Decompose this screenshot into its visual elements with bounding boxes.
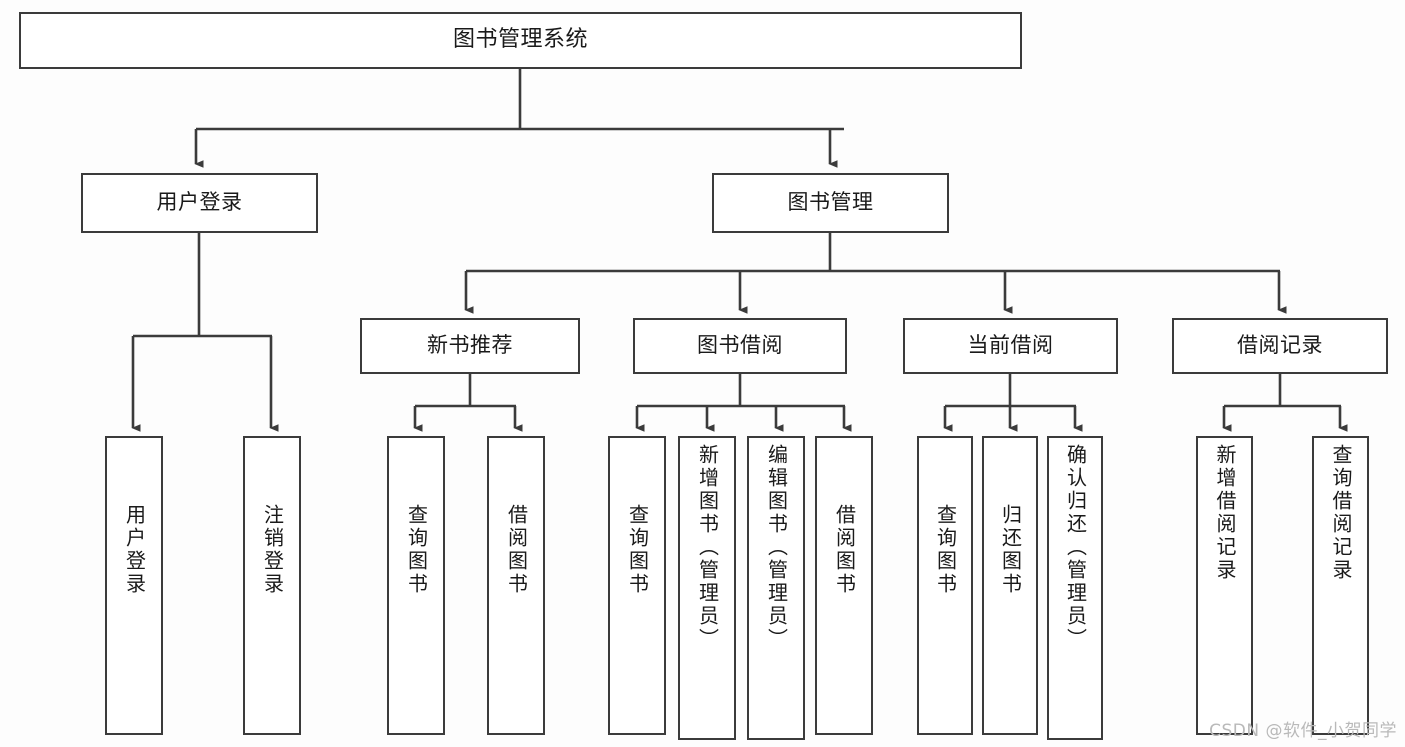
- node-leaf-query-book-rec[interactable]: 查询图书: [387, 436, 445, 735]
- node-label: 查询图书: [404, 504, 429, 596]
- node-leaf-user-login[interactable]: 用户登录: [105, 436, 163, 735]
- node-label: 图书管理: [787, 190, 874, 215]
- node-leaf-query-borrow-record[interactable]: 查询借阅记录: [1312, 436, 1369, 735]
- node-label: 用户登录: [156, 190, 243, 215]
- node-leaf-query-book-current[interactable]: 查询图书: [917, 436, 973, 735]
- node-label: 查询图书: [933, 504, 958, 596]
- node-new-book-recommend[interactable]: 新书推荐: [360, 318, 580, 374]
- node-user-login[interactable]: 用户登录: [81, 173, 318, 233]
- node-leaf-return-book[interactable]: 归还图书: [982, 436, 1038, 735]
- node-book-manage[interactable]: 图书管理: [712, 173, 949, 233]
- node-label: 用户登录: [122, 504, 147, 596]
- node-leaf-user-logout[interactable]: 注销登录: [243, 436, 301, 735]
- node-label: 确认归还（管理员）: [1063, 444, 1088, 651]
- node-leaf-confirm-return[interactable]: 确认归还（管理员）: [1047, 436, 1103, 740]
- node-label: 图书管理系统: [452, 27, 588, 53]
- node-book-borrow[interactable]: 图书借阅: [633, 318, 847, 374]
- node-leaf-query-book-borrow[interactable]: 查询图书: [608, 436, 666, 735]
- node-label: 新书推荐: [427, 333, 513, 358]
- node-root-library-system[interactable]: 图书管理系统: [19, 12, 1022, 69]
- node-label: 新增借阅记录: [1213, 444, 1237, 582]
- node-leaf-borrow-book-rec[interactable]: 借阅图书: [487, 436, 545, 735]
- node-label: 注销登录: [260, 504, 285, 596]
- node-label: 归还图书: [998, 504, 1023, 596]
- node-label: 图书借阅: [697, 333, 783, 358]
- node-leaf-add-book[interactable]: 新增图书（管理员）: [678, 436, 736, 740]
- node-label: 编辑图书（管理员）: [764, 444, 789, 651]
- csdn-watermark: CSDN @软件_小贺同学: [1209, 721, 1397, 741]
- node-label: 新增图书（管理员）: [695, 444, 720, 651]
- node-label: 查询借阅记录: [1329, 444, 1353, 582]
- node-leaf-add-borrow-record[interactable]: 新增借阅记录: [1196, 436, 1253, 735]
- node-label: 当前借阅: [967, 333, 1054, 358]
- node-label: 借阅记录: [1237, 333, 1323, 358]
- node-leaf-borrow-book-borrow[interactable]: 借阅图书: [815, 436, 873, 735]
- node-label: 借阅图书: [832, 504, 857, 596]
- node-borrow-record[interactable]: 借阅记录: [1172, 318, 1388, 374]
- node-leaf-edit-book[interactable]: 编辑图书（管理员）: [747, 436, 805, 740]
- node-current-borrow[interactable]: 当前借阅: [903, 318, 1118, 374]
- node-label: 借阅图书: [504, 504, 529, 596]
- node-label: 查询图书: [625, 504, 650, 596]
